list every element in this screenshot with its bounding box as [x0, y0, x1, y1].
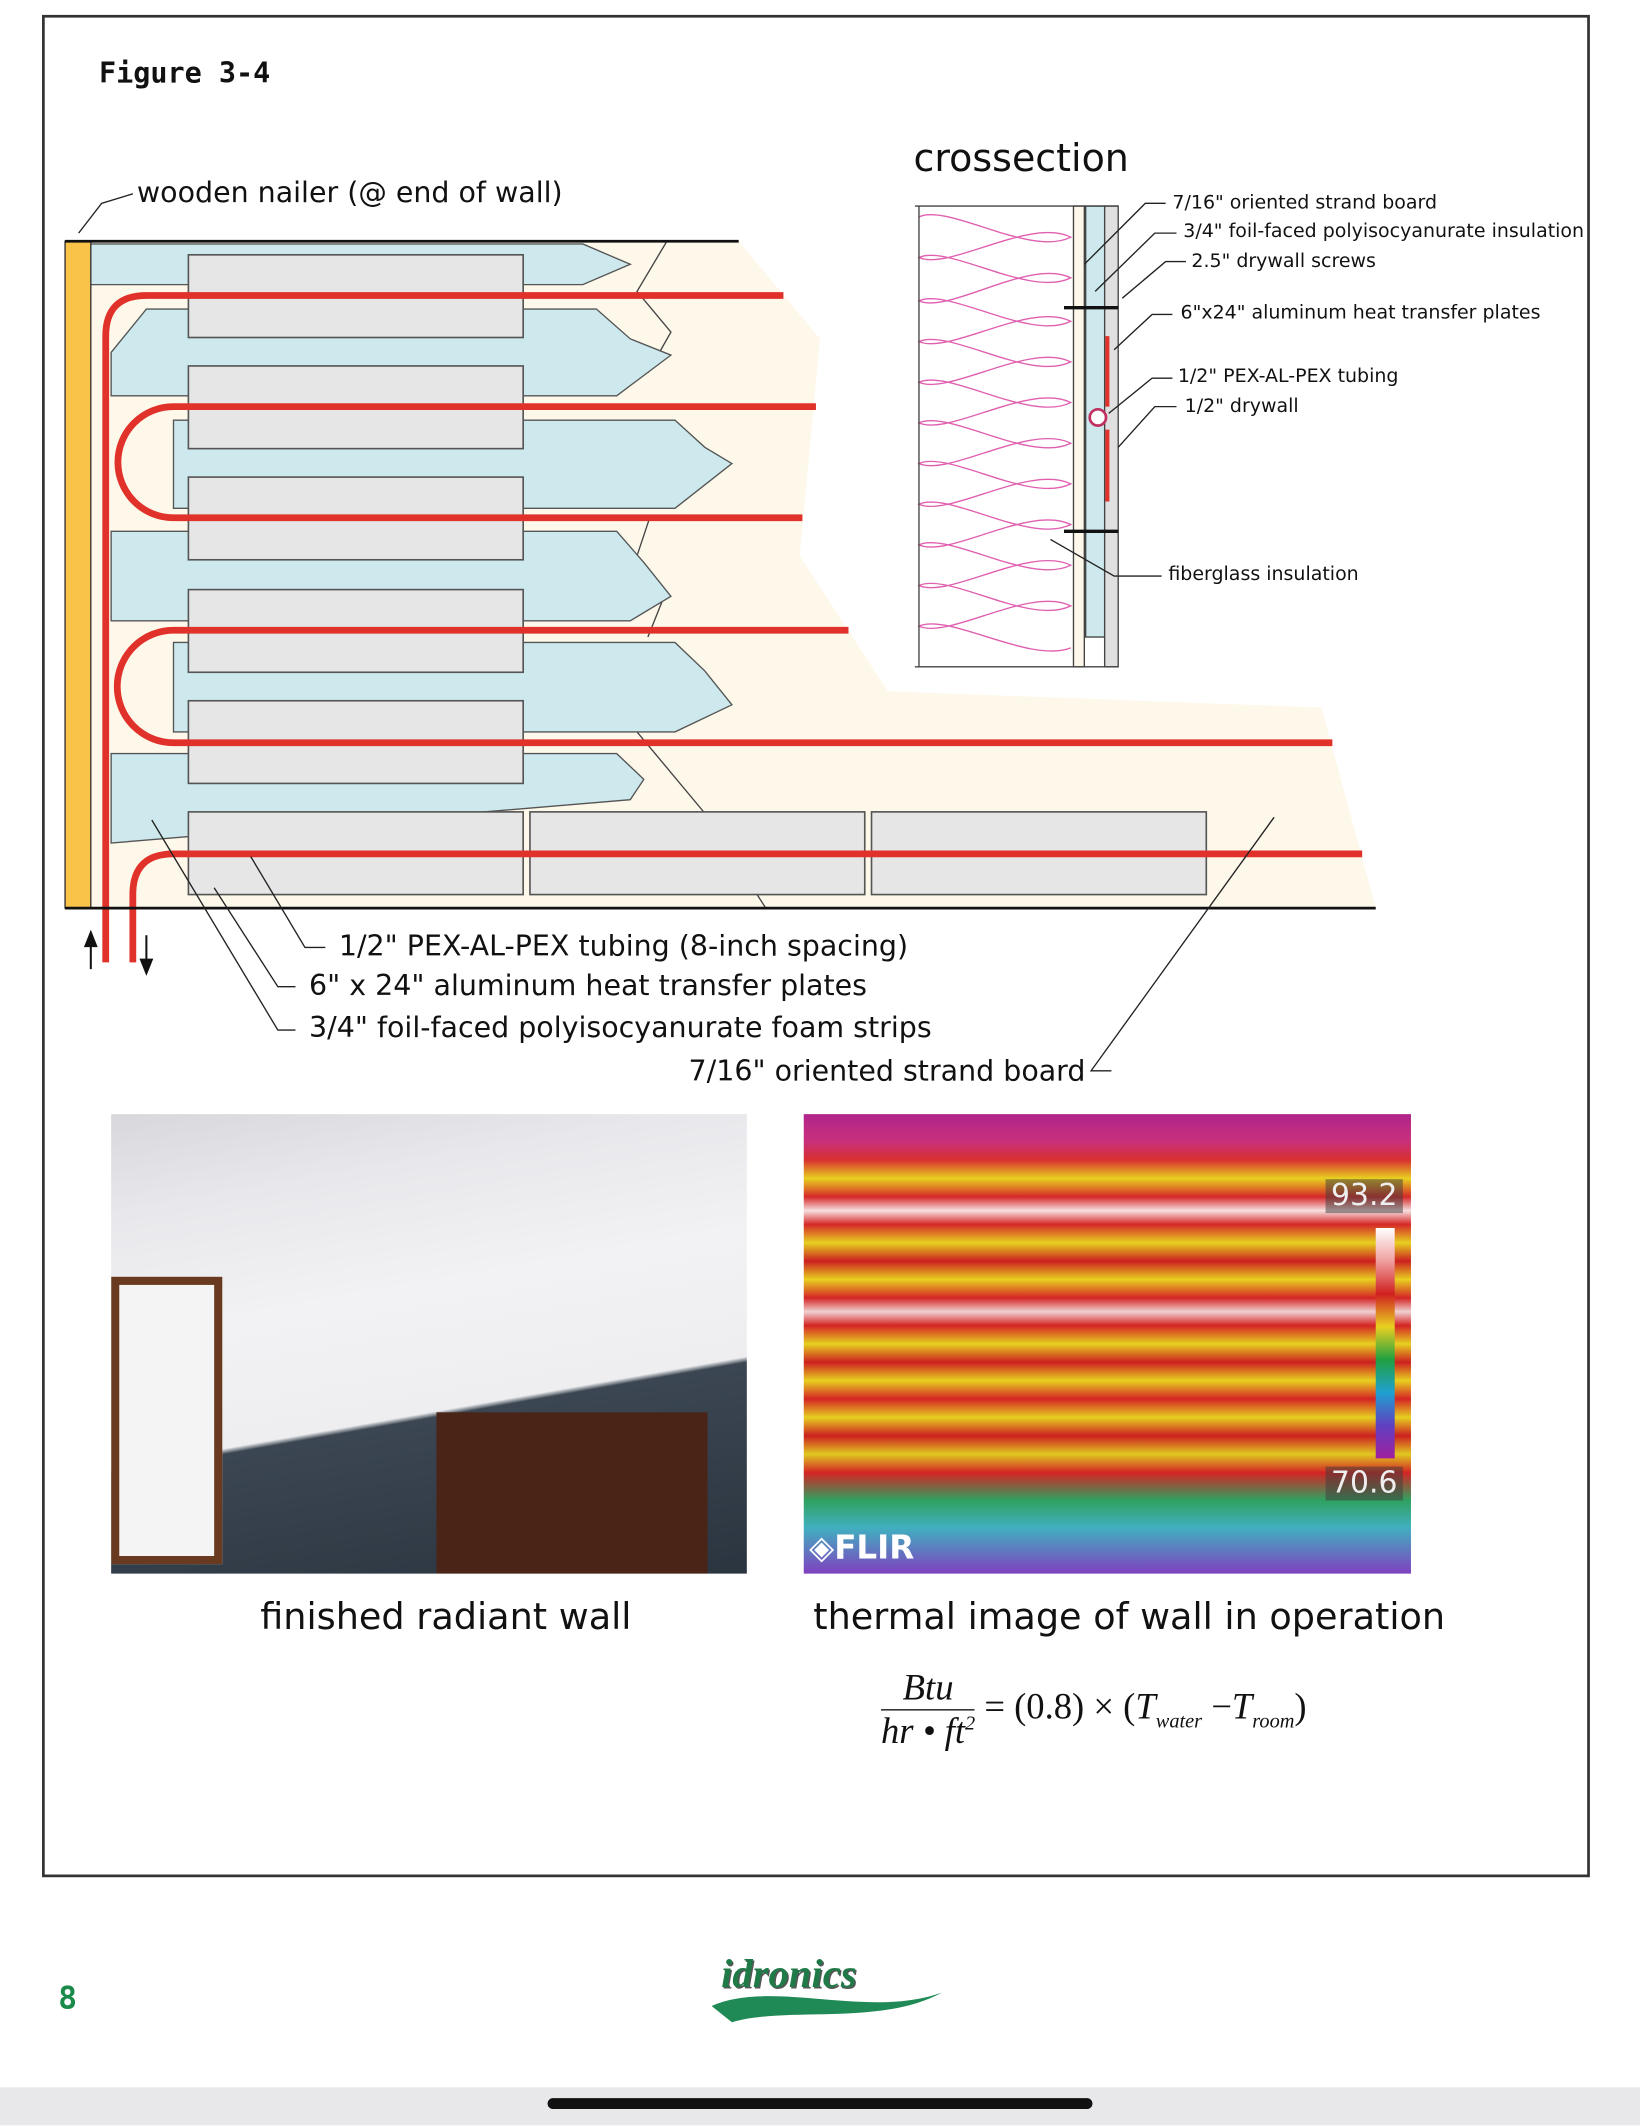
formula-times: × [1093, 1685, 1115, 1727]
dresser [436, 1412, 708, 1574]
pex-label: 1/2" PEX-AL-PEX tubing (8-inch spacing) [338, 929, 909, 963]
formula-numerator: Btu [881, 1667, 976, 1711]
formula-t-water: T [1135, 1685, 1156, 1727]
formula-minus: − [1211, 1685, 1232, 1727]
door-frame [111, 1276, 223, 1565]
idronics-logo: idronics [721, 1951, 857, 1997]
fiberglass-insulation [917, 214, 1073, 652]
idronics-logo-swoosh [711, 1992, 943, 2023]
cross-label-drywall: 1/2" drywall [1184, 395, 1299, 418]
flir-text: FLIR [834, 1528, 915, 1567]
osb-label: 7/16" oriented strand board [688, 1054, 1086, 1088]
cross-label-foam: 3/4" foil-faced polyisocyanurate insulat… [1183, 220, 1585, 243]
nailer-label: wooden nailer (@ end of wall) [136, 176, 563, 209]
room-caption: finished radiant wall [260, 1596, 632, 1639]
thermal-min-temp: 70.6 [1325, 1466, 1403, 1501]
formula-denominator: hr • ft [881, 1710, 966, 1752]
plates-label: 6" x 24" aluminum heat transfer plates [309, 969, 867, 1002]
flow-arrows [83, 929, 154, 976]
figure-frame [42, 14, 1590, 1878]
formula-water: water [1155, 1710, 1203, 1733]
wooden-nailer [64, 240, 92, 909]
flir-logo: ◈FLIR [809, 1528, 915, 1567]
formula-room: room [1252, 1710, 1295, 1733]
cross-label-screws: 2.5" drywall screws [1191, 250, 1376, 273]
cross-label-plates: 6"x24" aluminum heat transfer plates [1180, 302, 1541, 324]
crossection-drawing [914, 202, 1186, 668]
finished-wall-photo [111, 1114, 747, 1574]
cross-label-tubing: 1/2" PEX-AL-PEX tubing [1177, 365, 1399, 388]
thermal-image: 93.2 70.6 ◈FLIR [803, 1114, 1411, 1574]
formula-coefficient: (0.8) [1014, 1685, 1085, 1727]
thermal-color-scale [1375, 1227, 1395, 1459]
foam-label: 3/4" foil-faced polyisocyanurate foam st… [309, 1011, 932, 1044]
formula-exponent: 2 [965, 1713, 976, 1735]
figure-title: Figure 3-4 [98, 56, 271, 90]
radiant-wall-diagram [64, 193, 1376, 1072]
thermal-caption: thermal image of wall in operation [813, 1596, 1446, 1639]
cross-label-osb: 7/16" oriented strand board [1172, 192, 1438, 215]
cross-label-fiberglass: fiberglass insulation [1168, 563, 1359, 586]
leader-lines [78, 193, 1275, 1072]
thermal-max-temp: 93.2 [1325, 1179, 1403, 1214]
formula-t-room: T [1231, 1685, 1253, 1727]
home-indicator[interactable] [547, 2098, 1093, 2110]
page-number: 8 [58, 1981, 78, 2017]
crossection-title: crossection [913, 135, 1129, 181]
